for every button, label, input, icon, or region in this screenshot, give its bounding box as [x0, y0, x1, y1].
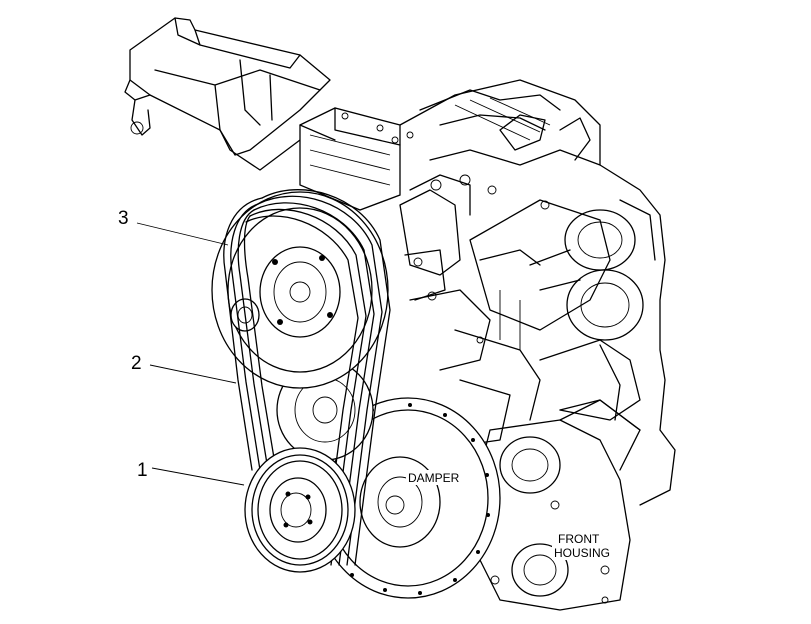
- upper-housing: [124, 17, 401, 211]
- mounting-brackets: [399, 189, 641, 471]
- front-housing-label-line2: HOUSING: [554, 546, 610, 560]
- turbo-assembly: [469, 199, 656, 350]
- callout-2: 2: [131, 353, 142, 374]
- front-housing: [479, 399, 641, 611]
- damper-label: DAMPER: [408, 471, 460, 485]
- callout-3: 3: [118, 208, 129, 229]
- front-housing-label-line1: FRONT: [558, 532, 600, 546]
- callout-1: 1: [137, 460, 148, 481]
- callout-leaders: [136, 222, 245, 486]
- drive-pulley: [244, 447, 356, 573]
- v-belts: [223, 189, 391, 566]
- engine-block-top: [399, 79, 676, 506]
